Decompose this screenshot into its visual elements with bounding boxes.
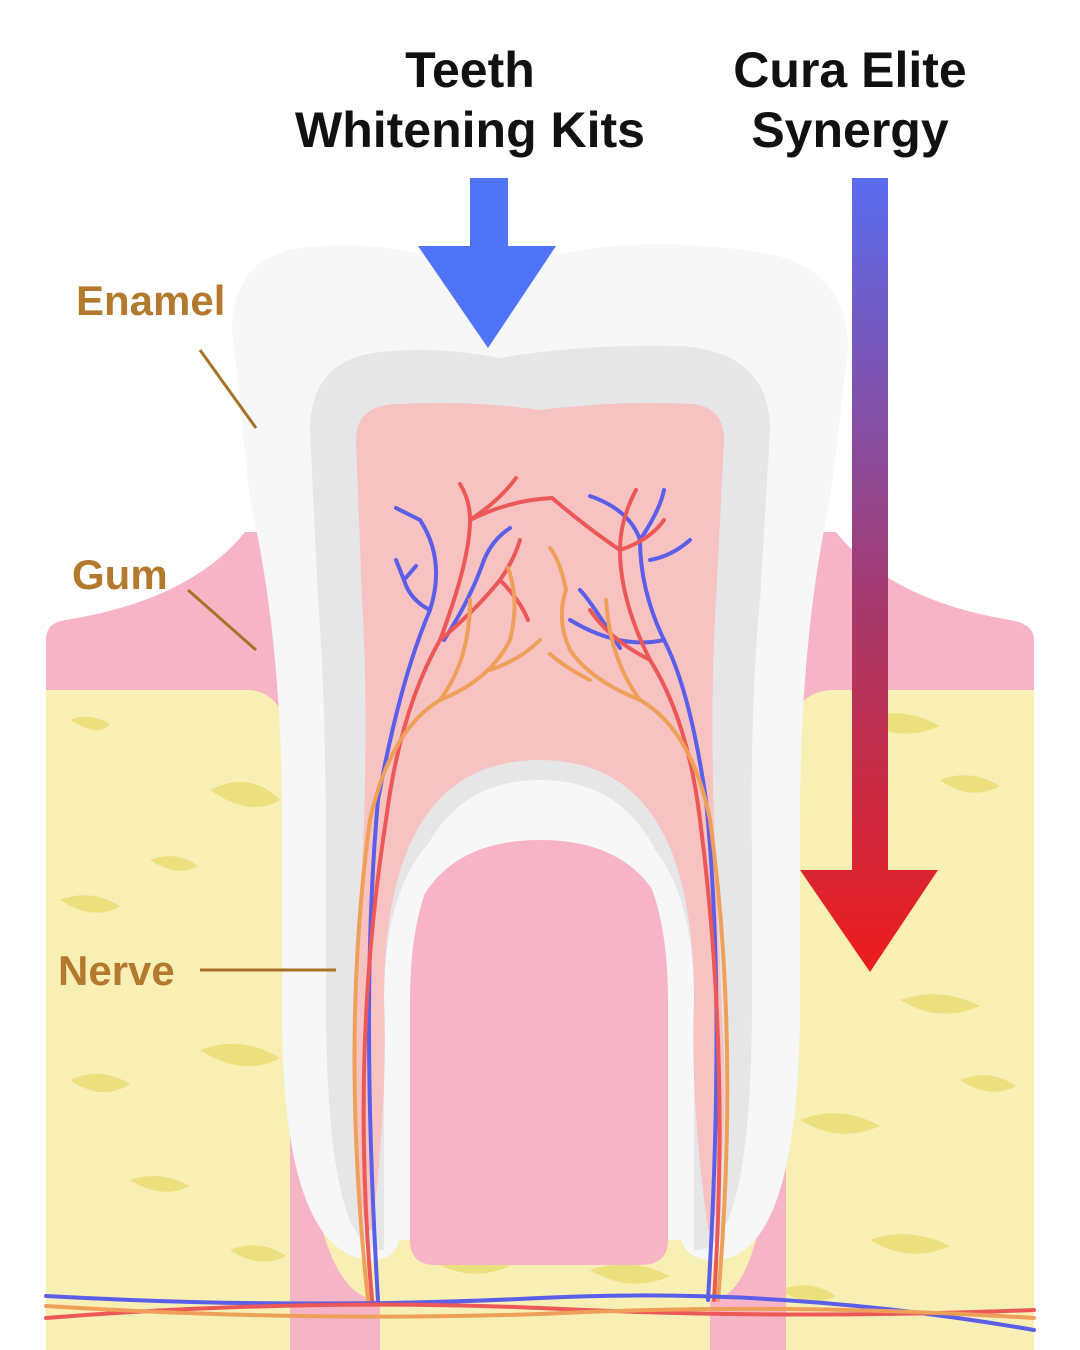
bone-spot [210, 782, 280, 808]
title-left-line2: Whitening Kits [295, 102, 645, 158]
bone-spot [150, 856, 198, 871]
orange-nerve-left [352, 566, 517, 1302]
title-right-line2: Synergy [751, 102, 949, 158]
gum-label: Gum [72, 551, 168, 598]
bone-spot [960, 1075, 1016, 1092]
teeth-whitening-kits-title: Teeth Whitening Kits [270, 40, 670, 160]
bone-spot [200, 1043, 280, 1067]
bone-spot [800, 1113, 880, 1134]
bone-spot [70, 716, 110, 731]
cura-elite-synergy-arrow [800, 178, 938, 972]
bone-spot [780, 1285, 836, 1302]
bone-spot [900, 994, 980, 1014]
red-vessel-left-branch [438, 538, 530, 642]
nerve-label: Nerve [58, 947, 175, 994]
title-left-line1: Teeth [405, 42, 535, 98]
blue-vessel-base [44, 1293, 1036, 1332]
red-vessel-base [44, 1302, 1036, 1320]
enamel-label: Enamel [76, 277, 226, 324]
bone-spot [60, 895, 120, 913]
inter-root-gum [410, 810, 668, 1265]
blue-vessel-left-branch-2 [442, 526, 512, 642]
red-vessel-right-arch [550, 496, 666, 662]
bone-spot [590, 1264, 670, 1284]
bone-spot [130, 1176, 190, 1192]
whitening-kits-arrow [418, 178, 556, 348]
orange-nerve-right-branch [548, 546, 642, 702]
leader-lines [187, 349, 336, 972]
orange-nerve-base [44, 1304, 1036, 1320]
gum-leader-line [187, 588, 257, 652]
blue-vessel-left-branch [394, 558, 432, 612]
orange-nerve-right [559, 588, 730, 1302]
orange-nerve-left-branch [438, 598, 542, 702]
bone-spot [940, 775, 1000, 793]
enamel-leader-line [198, 349, 258, 429]
tooth-pulp [353, 402, 725, 1230]
red-vessel-left-arch [468, 476, 554, 522]
vessel-network [44, 476, 1036, 1332]
title-right-line1: Cura Elite [733, 42, 967, 98]
bone-spot [870, 1234, 950, 1254]
bone-spot [70, 1073, 130, 1093]
cura-elite-synergy-title: Cura Elite Synergy [690, 40, 1010, 160]
bone-spot [230, 1245, 286, 1262]
